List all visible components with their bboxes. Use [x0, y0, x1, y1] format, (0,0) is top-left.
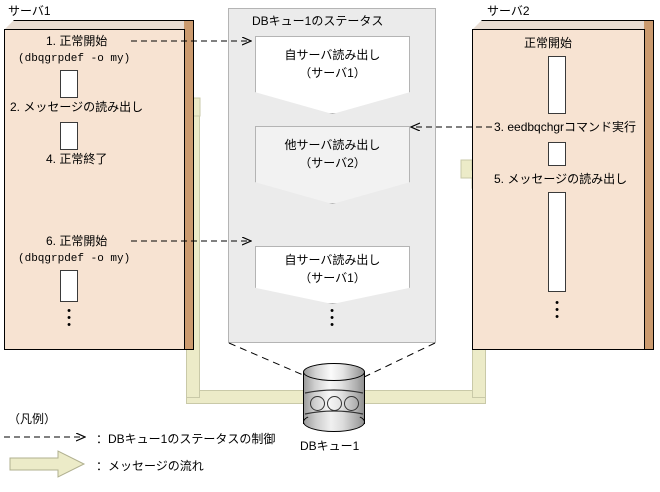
server1-step-4: 4. 正常終了 — [46, 152, 108, 166]
callout-line-right — [361, 342, 436, 379]
queue-state-2-line1: 他サーバ読み出し — [284, 138, 381, 152]
server2-step-start: 正常開始 — [524, 36, 573, 50]
queue-state-3-line1: 自サーバ読み出し — [284, 253, 381, 267]
server1-box-face — [4, 29, 185, 350]
queue-state-1-line1: 自サーバ読み出し — [284, 48, 381, 62]
dot: • — [330, 305, 334, 317]
server2-process-box-1 — [548, 56, 566, 114]
dot: • — [330, 319, 334, 331]
legend-item-2-label: ：メッセージの流れ — [96, 459, 204, 473]
server1-step-6-command: (dbqgrpdef -o my) — [18, 253, 131, 265]
db-queue-label: DBキュー1 — [300, 439, 360, 453]
dot: • — [330, 312, 334, 324]
server1-ellipsis: • • • — [62, 305, 76, 331]
callout-line-left — [228, 342, 311, 379]
server1-process-box-3 — [60, 270, 78, 302]
server2-process-box-3 — [548, 192, 566, 292]
dot: • — [67, 319, 71, 331]
server2-step-5: 5. メッセージの読み出し — [494, 172, 628, 186]
legend-title: （凡例） — [8, 412, 57, 426]
server1-title: サーバ1 — [8, 4, 51, 18]
db-queue-cylinder-top — [303, 363, 365, 381]
queue-state-1-line2: （サーバ1） — [299, 66, 366, 80]
queue-state-3-line2: （サーバ1） — [299, 271, 366, 285]
server1-process-box-1 — [60, 70, 78, 98]
queue-status-ellipsis: • • • — [325, 305, 339, 331]
queue-state-2-line2: （サーバ2） — [299, 156, 366, 170]
server1-box — [4, 20, 194, 350]
dot: • — [555, 297, 559, 309]
server1-step-1: 1. 正常開始 — [46, 34, 108, 48]
dot: • — [555, 311, 559, 323]
server1-step-6: 6. 正常開始 — [46, 234, 108, 248]
server1-step-2: 2. メッセージの読み出し — [10, 100, 144, 114]
server2-box-side — [644, 20, 654, 350]
block-arrow-icon — [9, 450, 86, 478]
server2-process-box-2 — [548, 142, 566, 166]
legend-item-1-label: ：DBキュー1のステータスの制御 — [96, 432, 276, 446]
server2-step-3: 3. eedbqchgrコマンド実行 — [494, 120, 637, 134]
queue-message-1 — [310, 396, 325, 411]
server1-process-box-2 — [60, 122, 78, 150]
dot: • — [67, 312, 71, 324]
server1-step-1-command: (dbqgrpdef -o my) — [18, 53, 131, 65]
queue-message-3 — [344, 396, 359, 411]
dot: • — [555, 304, 559, 316]
queue-message-2 — [327, 396, 342, 411]
dot: • — [67, 305, 71, 317]
server1-box-side — [184, 20, 194, 350]
db-queue-cylinder-bottom — [303, 412, 365, 432]
server2-title: サーバ2 — [487, 4, 530, 18]
db-queue-status-title: DBキュー1のステータス — [252, 14, 384, 28]
server2-ellipsis: • • • — [550, 297, 564, 323]
